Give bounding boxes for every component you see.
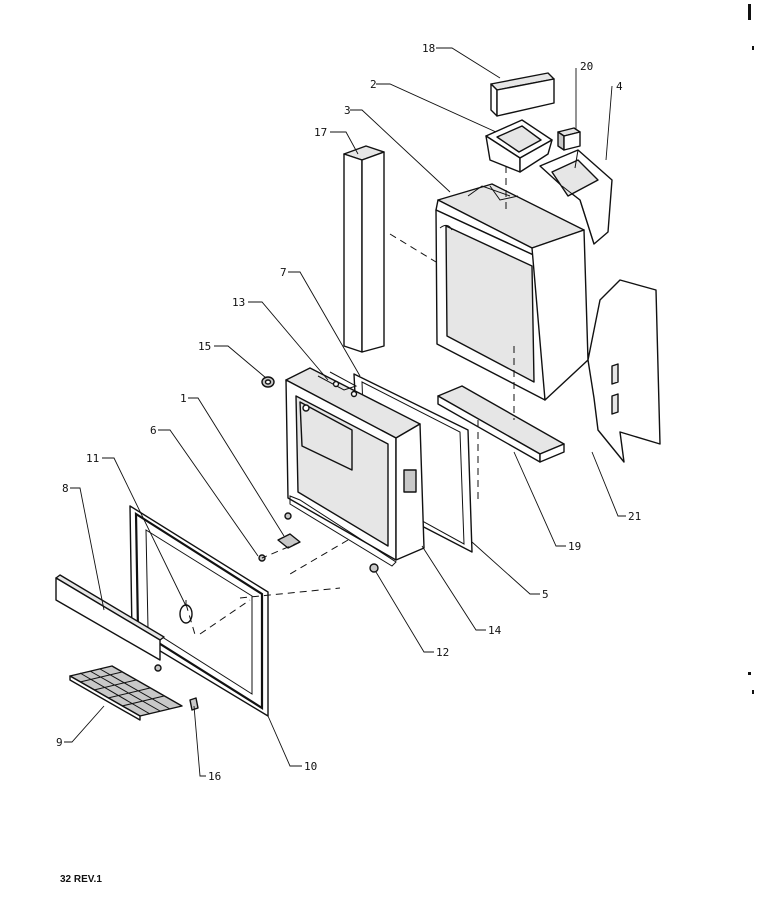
callout-labels: 18 20 2 4 3 17 7 13 15 1 6 11 8 21 19 5 … <box>56 42 641 783</box>
part-1-bracket <box>277 533 301 549</box>
callout-4: 4 <box>616 80 623 93</box>
footer-code: 32 REV.1 <box>60 874 102 885</box>
part-18-top-block <box>490 72 555 117</box>
misc-screw <box>284 512 292 520</box>
callout-9: 9 <box>56 736 63 749</box>
assembly-lines <box>185 166 515 639</box>
callout-11: 11 <box>86 452 99 465</box>
part-2-cup <box>485 119 553 173</box>
callout-21: 21 <box>628 510 641 523</box>
callout-12: 12 <box>436 646 449 659</box>
callout-13: 13 <box>232 296 245 309</box>
callout-20: 20 <box>580 60 593 73</box>
callout-5: 5 <box>542 588 549 601</box>
part-10-front-frame <box>129 505 269 717</box>
part-12-screw <box>369 563 379 573</box>
part-20-small-block <box>557 127 581 151</box>
part-21-side-panel <box>587 279 661 463</box>
leader-lines <box>64 47 626 777</box>
callout-14: 14 <box>488 624 502 637</box>
callout-8: 8 <box>62 482 69 495</box>
part-19-foam-strip <box>437 385 565 463</box>
part-13-cradle-box <box>285 367 425 561</box>
callout-7: 7 <box>280 266 287 279</box>
callout-18: 18 <box>422 42 435 55</box>
callout-6: 6 <box>150 424 157 437</box>
callout-16: 16 <box>208 770 221 783</box>
part-15-grommet <box>261 376 275 388</box>
callout-17: 17 <box>314 126 327 139</box>
scan-marks <box>748 4 754 694</box>
part-9-grille <box>69 665 183 721</box>
part-17-tall-bar <box>343 145 385 353</box>
part-16-clip <box>154 664 199 711</box>
callout-19: 19 <box>568 540 581 553</box>
callout-2: 2 <box>370 78 377 91</box>
callout-10: 10 <box>304 760 317 773</box>
part-8-trim-strip <box>55 574 165 661</box>
part-3-housing <box>435 183 589 401</box>
part-4-chute <box>539 149 613 245</box>
callout-1: 1 <box>180 392 187 405</box>
grille-lines <box>79 668 171 715</box>
part-14-gasket <box>289 495 397 567</box>
callout-15: 15 <box>198 340 211 353</box>
callout-3: 3 <box>344 104 351 117</box>
